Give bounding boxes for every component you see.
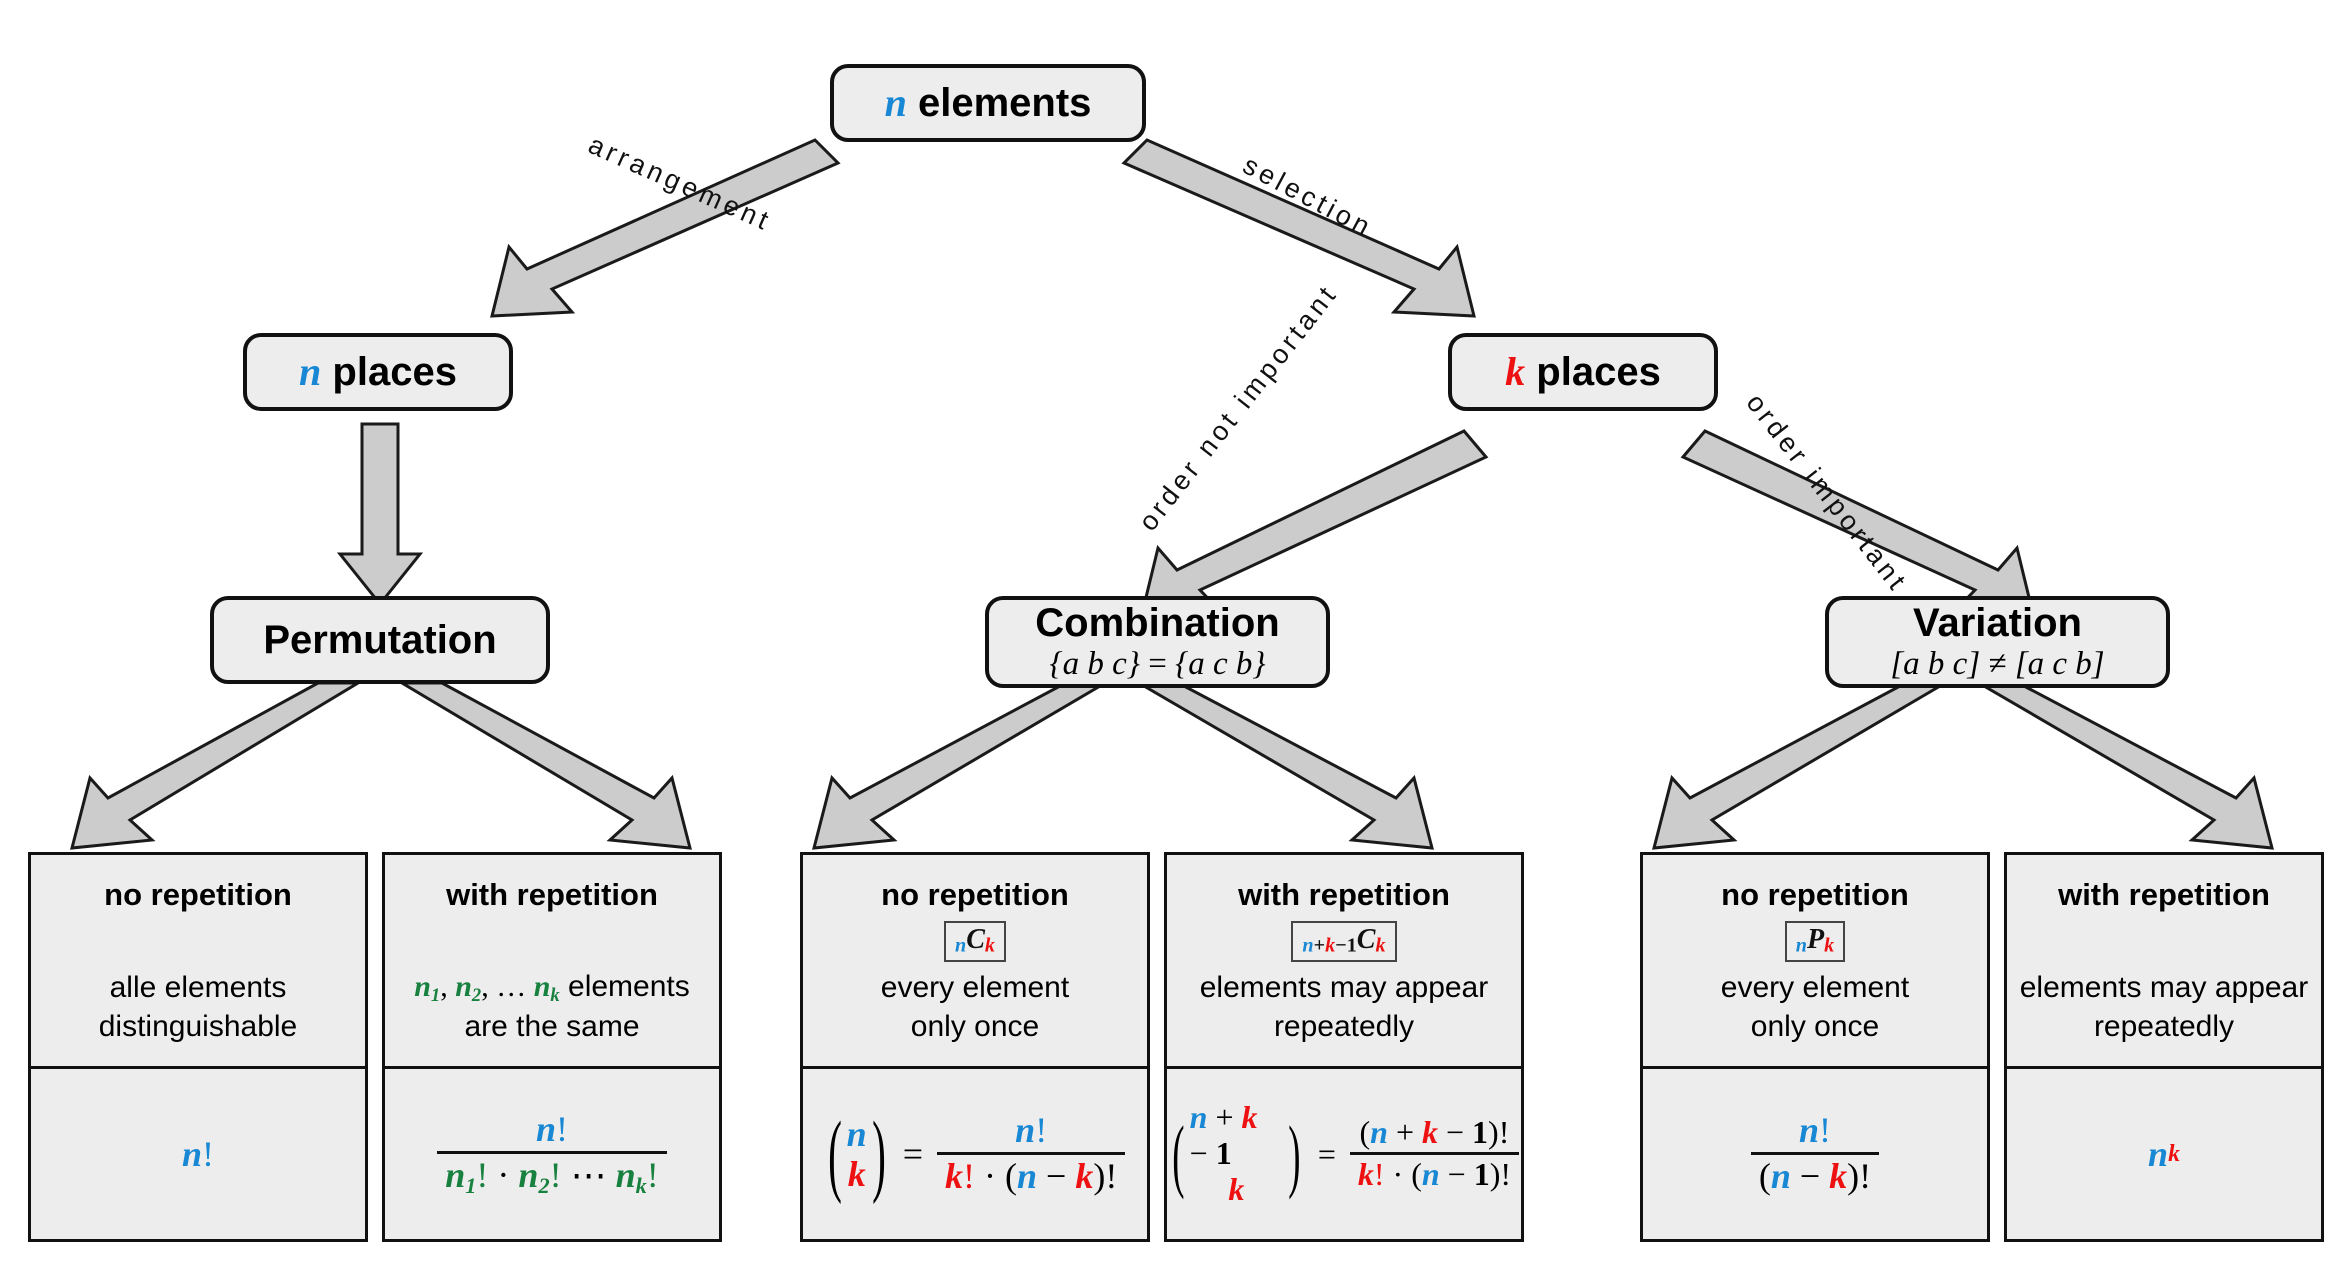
leaf-combination-no-repetition[interactable]: no repetition nCk every element only onc… xyxy=(800,852,1150,1242)
node-n-elements-label: n elements xyxy=(884,79,1092,125)
leaf-description: alle elements distinguishable xyxy=(98,971,298,1043)
leaf-upper: with repetition elements may appear repe… xyxy=(2007,855,2321,1066)
edge-label-arrangement: arrangement xyxy=(584,129,777,237)
leaf-header: no repetition xyxy=(104,877,292,912)
arrow-variation-to-leaf2 xyxy=(1978,684,2274,850)
node-variation[interactable]: Variation [a b c] ≠ [a c b] xyxy=(1825,596,2170,688)
leaf-formula: ( n + k − 1 k ) = (n + k − 1)! k! · (n −… xyxy=(1167,1066,1521,1239)
node-k-places-label: k places xyxy=(1505,348,1661,394)
leaf-badge-nCk: nCk xyxy=(944,920,1006,963)
node-n-places-label: n places xyxy=(299,348,457,394)
variable-n: n xyxy=(299,348,322,394)
node-n-elements[interactable]: n elements xyxy=(830,64,1146,142)
leaf-formula: ( n k ) = n! k! · (n − k)! xyxy=(803,1066,1147,1239)
node-combination-example: {a b c} = {a c b} xyxy=(1049,646,1266,683)
node-variation-example: [a b c] ≠ [a c b] xyxy=(1890,646,2105,683)
leaf-description: every element only once xyxy=(880,971,1070,1043)
node-permutation-label: Permutation xyxy=(263,617,497,662)
edge-label-order-not-important: order not important xyxy=(1132,278,1344,537)
edge-label-order-important: order important xyxy=(1740,387,1914,598)
leaf-upper: with repetition n+k−1Ck elements may app… xyxy=(1167,855,1521,1066)
arrow-variation-to-leaf1 xyxy=(1652,684,1946,850)
leaf-description: every element only once xyxy=(1720,971,1910,1043)
leaf-formula: n! (n − k)! xyxy=(1643,1066,1987,1239)
leaf-formula: n! n1! · n2! ⋯ nk! xyxy=(385,1066,719,1239)
leaf-permutation-with-repetition[interactable]: with repetition n1, n2, … nk elements ar… xyxy=(382,852,722,1242)
leaf-formula: n! xyxy=(31,1066,365,1239)
arrow-n-places-to-permutation xyxy=(336,422,424,607)
leaf-header: with repetition xyxy=(446,877,658,912)
variable-k: k xyxy=(1505,348,1526,394)
arrow-combination-to-leaf2 xyxy=(1138,684,1434,850)
leaf-badge-nk1Ck: n+k−1Ck xyxy=(1291,920,1397,963)
leaf-header: with repetition xyxy=(1238,877,1450,912)
leaf-combination-with-repetition[interactable]: with repetition n+k−1Ck elements may app… xyxy=(1164,852,1524,1242)
leaf-variation-no-repetition[interactable]: no repetition nPk every element only onc… xyxy=(1640,852,1990,1242)
leaf-upper: with repetition n1, n2, … nk elements ar… xyxy=(385,855,719,1066)
leaf-badge-nPk: nPk xyxy=(1784,920,1846,963)
node-combination[interactable]: Combination {a b c} = {a c b} xyxy=(985,596,1330,688)
arrow-combination-to-leaf1 xyxy=(812,684,1106,850)
leaf-description: n1, n2, … nk elements are the same xyxy=(414,969,690,1043)
node-n-places[interactable]: n places xyxy=(243,333,513,411)
arrow-root-to-k-places xyxy=(1121,138,1476,318)
node-k-places[interactable]: k places xyxy=(1448,333,1718,411)
edge-label-selection: selection xyxy=(1238,149,1379,244)
arrow-permutation-to-leaf1 xyxy=(70,681,364,850)
node-permutation[interactable]: Permutation xyxy=(210,596,550,684)
leaf-description: elements may appear repeatedly xyxy=(1199,971,1489,1043)
leaf-header: no repetition xyxy=(1721,877,1909,912)
leaf-upper: no repetition alle elements distinguisha… xyxy=(31,855,365,1066)
leaf-upper: no repetition nPk every element only onc… xyxy=(1643,855,1987,1066)
node-combination-label: Combination xyxy=(1035,600,1280,645)
arrow-permutation-to-leaf2 xyxy=(396,681,692,850)
leaf-upper: no repetition nCk every element only onc… xyxy=(803,855,1147,1066)
leaf-description: elements may appear repeatedly xyxy=(2019,971,2309,1043)
leaf-permutation-no-repetition[interactable]: no repetition alle elements distinguisha… xyxy=(28,852,368,1242)
variable-n: n xyxy=(884,79,907,125)
node-variation-label: Variation xyxy=(1913,600,2082,645)
leaf-variation-with-repetition[interactable]: with repetition elements may appear repe… xyxy=(2004,852,2324,1242)
leaf-header: with repetition xyxy=(2058,877,2270,912)
leaf-header: no repetition xyxy=(881,877,1069,912)
